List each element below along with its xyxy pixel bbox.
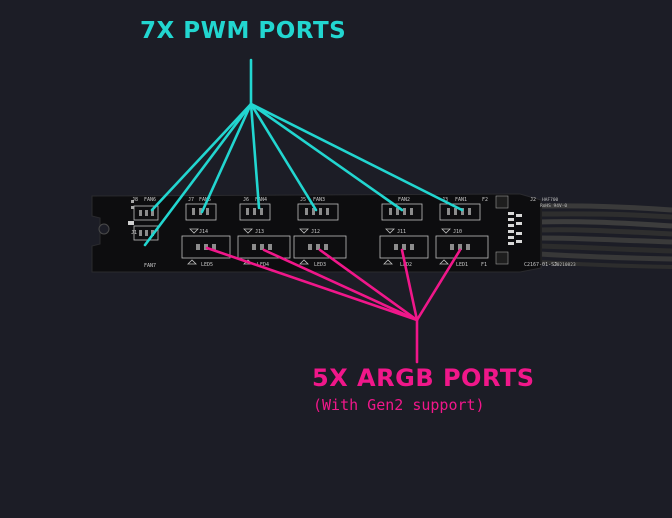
argb-header [237, 235, 291, 259]
silk-label: FAN7 [144, 263, 156, 269]
pwm-callout-line [249, 102, 464, 212]
fan-header [185, 203, 217, 221]
silk-label: F2 [482, 197, 488, 203]
silk-label: J8 [132, 197, 138, 203]
silk-label: FAN2 [398, 197, 410, 203]
argb-callout-line [262, 248, 419, 322]
argb-callout-line [400, 248, 419, 322]
mounting-hole [98, 223, 110, 235]
pwm-callout-line [150, 102, 253, 212]
fan-header [381, 203, 423, 221]
silk-label: LED4 [257, 262, 269, 268]
board-part-number: C2167-01-SJ [524, 262, 557, 268]
silk-label: J5 [300, 197, 306, 203]
board-date-code: 20210823 [554, 262, 576, 268]
argb-ports-subtitle: (With Gen2 support) [313, 396, 485, 414]
fan-header [239, 203, 271, 221]
argb-callout-line [318, 248, 419, 322]
pwm-callout-line [249, 102, 318, 212]
fan-header [439, 203, 481, 221]
argb-header [435, 235, 489, 259]
argb-header [293, 235, 347, 259]
controller-pcb [91, 193, 542, 273]
silk-label: J2 [530, 197, 536, 203]
pwm-headers [133, 203, 481, 241]
silk-label: J13 [255, 229, 264, 235]
argb-header [181, 235, 231, 259]
board-rohs: RoHS 94V-0 [540, 203, 567, 209]
silk-label: J11 [397, 229, 406, 235]
argb-callout-lines [205, 246, 462, 364]
pwm-callout-lines [143, 58, 464, 247]
silkscreen-labels: J8 FAN6 J1 FAN7 J7 FAN5 J6 FAN4 J5 FAN3 … [131, 197, 576, 269]
silk-label: LED1 [456, 262, 468, 268]
argb-callout-line [415, 248, 462, 322]
pwm-callout-line [143, 102, 253, 247]
board-marking: HAF700 [542, 197, 559, 203]
silk-label: FAN5 [199, 197, 211, 203]
silk-label: J3 [442, 197, 448, 203]
fan-header [133, 225, 159, 241]
pwm-callout-line [200, 102, 253, 214]
silk-label: J7 [188, 197, 194, 203]
silk-label: LED3 [314, 262, 326, 268]
silk-label: F1 [481, 262, 487, 268]
pwm-ports-title: 7X PWM PORTS [140, 18, 347, 44]
fan-header [133, 205, 159, 221]
silk-label: LED5 [201, 262, 213, 268]
fan-header [297, 203, 339, 221]
silk-label: J6 [243, 197, 249, 203]
argb-callout-line [205, 246, 419, 322]
pcb-components [128, 195, 522, 265]
silk-label: J10 [453, 229, 462, 235]
cable-bundle [530, 203, 672, 269]
silk-label: FAN6 [144, 197, 156, 203]
pwm-callout-line [249, 102, 404, 212]
silk-label: J14 [199, 229, 208, 235]
pwm-callout-line [249, 102, 261, 210]
silk-label: J12 [311, 229, 320, 235]
silk-label: FAN3 [313, 197, 325, 203]
silk-label: FAN4 [255, 197, 267, 203]
argb-ports-title: 5X ARGB PORTS [312, 364, 535, 392]
silk-label: FAN1 [455, 197, 467, 203]
silk-label: J1 [131, 230, 137, 236]
